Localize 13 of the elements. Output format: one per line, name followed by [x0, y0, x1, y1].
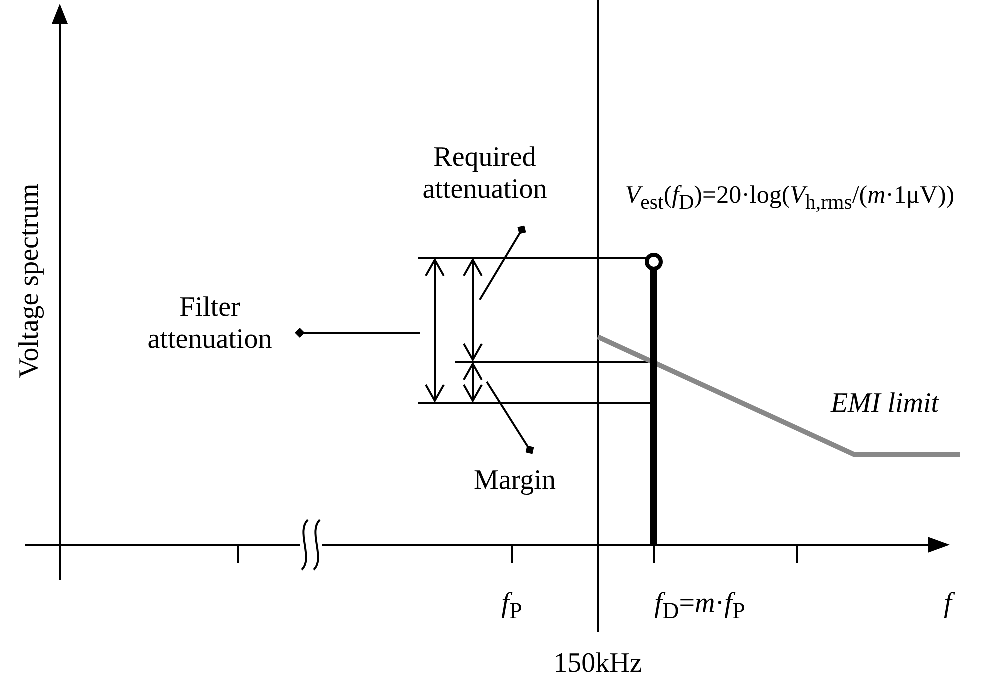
tick-label: f$_{D}$=m·f$_{P}$: [654, 588, 746, 627]
axis-title: Voltage spectrum: [14, 182, 46, 380]
formula: V$_{est}$(f$_{D}$)=20·log(V$_{h,rms}$/(m·1μV)): [624, 181, 956, 216]
leader-line: [479, 226, 526, 301]
tick-label: f$_{P}$: [500, 588, 524, 627]
axis-title: f: [918, 588, 978, 620]
leader-line: [486, 381, 534, 454]
leader-line: [295, 328, 420, 338]
limit-label: EMI limit: [830, 388, 940, 420]
callout-text: Filter attenuation: [120, 292, 300, 356]
frequency-label: 150kHz: [552, 648, 644, 680]
callout-text: Margin: [440, 465, 590, 497]
callout-text: Required attenuation: [390, 142, 580, 206]
